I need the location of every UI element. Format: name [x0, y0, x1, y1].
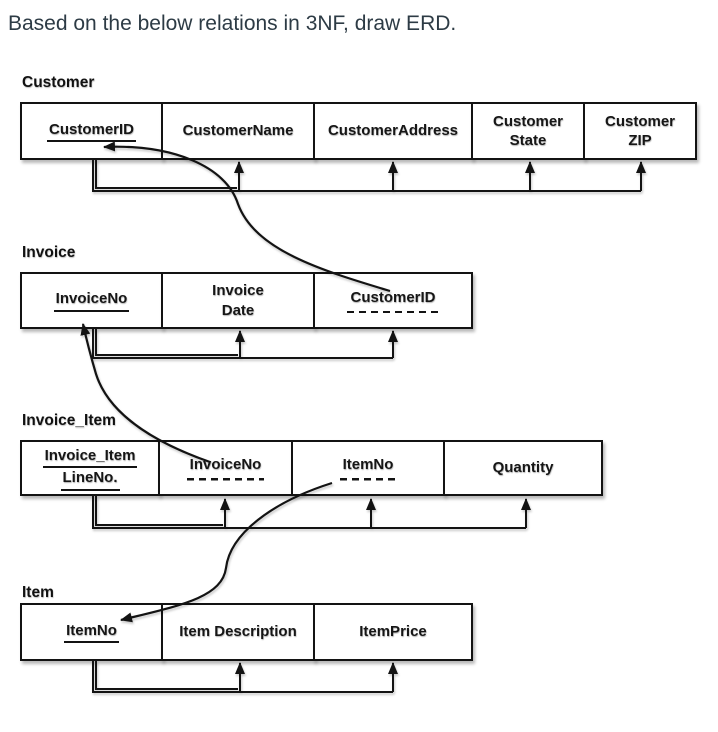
table-label-invoice: Invoice [22, 244, 76, 261]
fk-curve-invoiceitem-itemno-to-item [120, 481, 333, 623]
table-label-customer: Customer [22, 74, 95, 91]
cell-customer-customername: CustomerName [161, 102, 315, 160]
cell-invoice-customerid-fk: CustomerID [313, 272, 473, 329]
invoice-determinant-arrows [92, 329, 398, 359]
attribute-item-description: Item Description [179, 623, 297, 641]
cell-customer-customerid-pk: CustomerID [20, 102, 163, 160]
question-text: Based on the below relations in 3NF, dra… [8, 12, 457, 35]
cell-item-itemno-pk: ItemNo [20, 603, 163, 661]
cell-item-itemprice: ItemPrice [313, 603, 473, 661]
cell-customer-state: Customer State [471, 102, 585, 160]
attribute-invoiceno: InvoiceNo [53, 289, 130, 312]
cell-item-description: Item Description [161, 603, 315, 661]
attribute-quantity: Quantity [492, 459, 554, 477]
cell-invoiceitem-itemno-fk: ItemNo [291, 440, 445, 496]
attribute-customer-state-line1: Customer [492, 112, 563, 130]
attribute-invoice-date-line1: Invoice [212, 282, 264, 299]
cell-customer-customeraddress: CustomerAddress [313, 102, 473, 160]
attribute-itemno: ItemNo [64, 621, 119, 644]
attribute-invoice-date-line2: Date [221, 301, 255, 319]
attribute-customeraddress: CustomerAddress [327, 122, 459, 140]
attribute-customer-zip-line2: ZIP [628, 132, 652, 149]
fk-curves [80, 141, 391, 623]
fk-curve-invoice-customerid-to-customer [103, 141, 391, 293]
attribute-itemprice: ItemPrice [359, 623, 427, 641]
attribute-invoice-item-lineno-line2: LineNo. [60, 468, 120, 491]
item-determinant-arrows [92, 661, 398, 693]
invoice-item-determinant-arrows [92, 496, 531, 529]
attribute-invoice-item-lineno-line1: Invoice_Item [42, 446, 138, 468]
table-label-invoice-item: Invoice_Item [22, 412, 116, 429]
cell-invoiceitem-lineno-pk: Invoice_Item LineNo. [20, 440, 160, 496]
attribute-invoiceitem-invoiceno: InvoiceNo [186, 455, 265, 481]
attribute-customer-state-line2: State [509, 132, 547, 149]
cell-invoice-invoiceno-pk: InvoiceNo [20, 272, 163, 329]
cell-invoice-date: Invoice Date [161, 272, 315, 329]
cell-customer-zip: Customer ZIP [583, 102, 697, 160]
customer-determinant-arrows [92, 160, 646, 192]
attribute-customername: CustomerName [182, 122, 294, 140]
attribute-customerid: CustomerID [46, 120, 136, 143]
attribute-invoiceitem-itemno: ItemNo [339, 455, 397, 481]
table-label-item: Item [22, 584, 54, 601]
cell-invoiceitem-quantity: Quantity [443, 440, 603, 496]
attribute-customer-zip-line1: Customer [604, 112, 675, 130]
attribute-invoice-customerid: CustomerID [347, 287, 439, 314]
cell-invoiceitem-invoiceno-fk: InvoiceNo [158, 440, 293, 496]
